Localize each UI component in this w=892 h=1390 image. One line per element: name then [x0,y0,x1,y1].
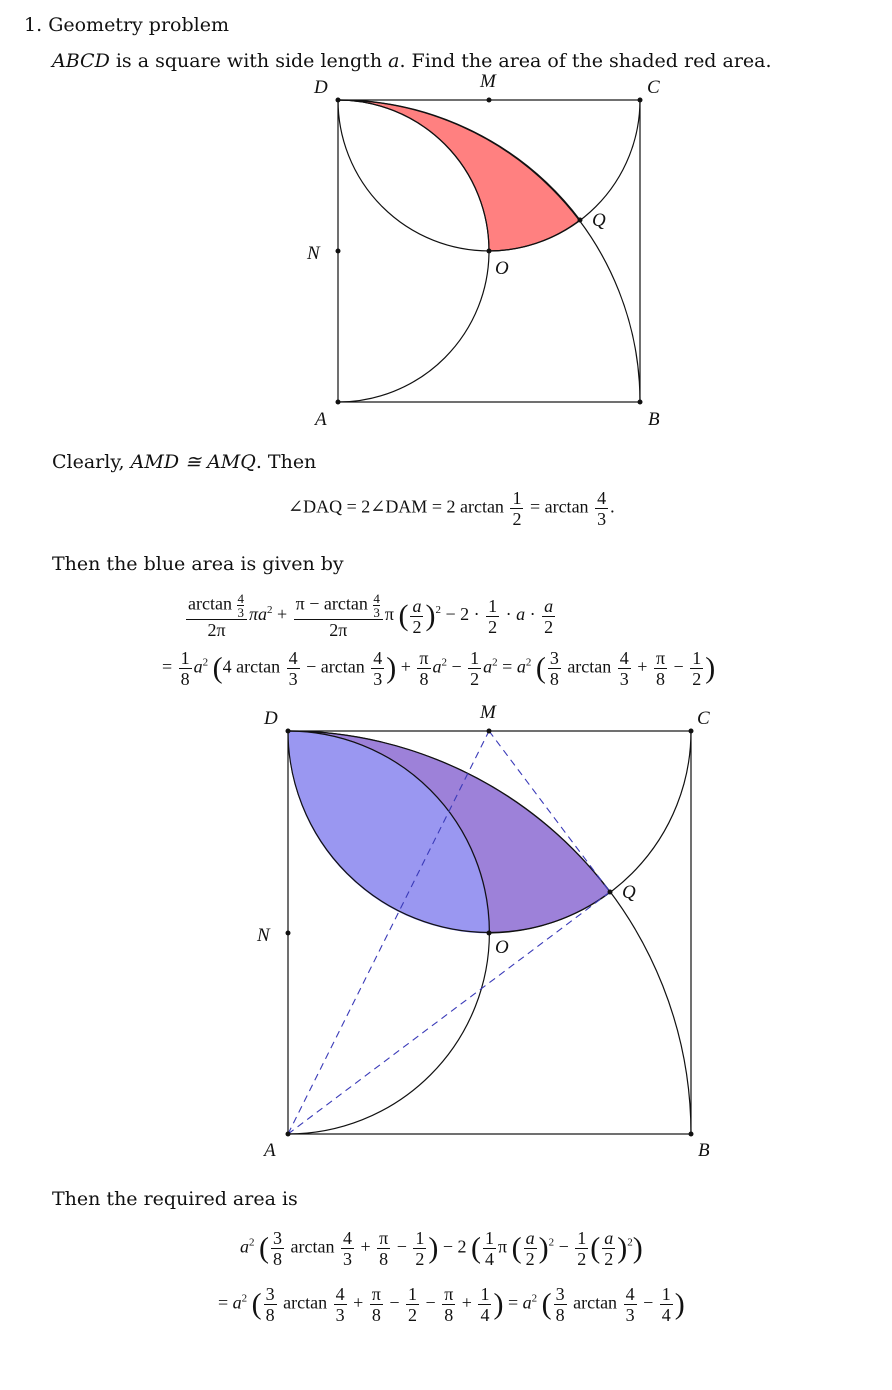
label-q-2: Q [622,882,636,903]
angle-mid: = arctan [529,496,589,517]
dashed-lines [287,730,611,1135]
then-text: . Then [255,451,317,473]
congruence-line: Clearly, AMD ≅ AMQ. Then [52,451,316,473]
label-d-2: D [263,708,278,729]
clearly-text: Clearly, [52,451,125,473]
figure-1-points [335,97,643,405]
label-n-2: N [256,925,271,946]
blue-lens-region [288,731,610,933]
label-o-2: O [495,937,509,958]
statement-end: . Find the area of the shaded red area. [399,50,772,72]
label-m-2: M [479,702,497,723]
arc-center-a [337,99,641,403]
label-c: C [647,77,660,98]
blue-area-intro: Then the blue area is given by [52,553,344,575]
angle-lhs: ∠DAQ = 2∠DAM = 2 arctan [288,496,504,517]
figure-2-points [285,728,694,1137]
problem-heading: 1. Geometry problem [24,14,229,36]
label-d: D [313,77,328,98]
label-a: A [313,409,327,430]
label-m: M [479,71,497,92]
label-b: B [648,409,660,430]
label-a-2: A [262,1140,276,1161]
side-variable: a [388,50,400,72]
label-o: O [495,258,509,279]
square-label: ABCD [52,50,110,72]
statement-text: is a square with side length [115,50,383,72]
problem-statement: ABCD is a square with side length a. Fin… [52,50,772,72]
problem-title: Geometry problem [48,14,229,36]
label-q: Q [592,210,606,231]
label-n: N [306,243,321,264]
label-b-2: B [698,1140,710,1161]
arc-center-a-2 [287,730,692,1135]
problem-number: 1. [24,14,43,36]
required-intro: Then the required area is [52,1188,298,1210]
label-c-2: C [697,708,710,729]
congruence-statement: AMD ≅ AMQ [130,451,256,473]
